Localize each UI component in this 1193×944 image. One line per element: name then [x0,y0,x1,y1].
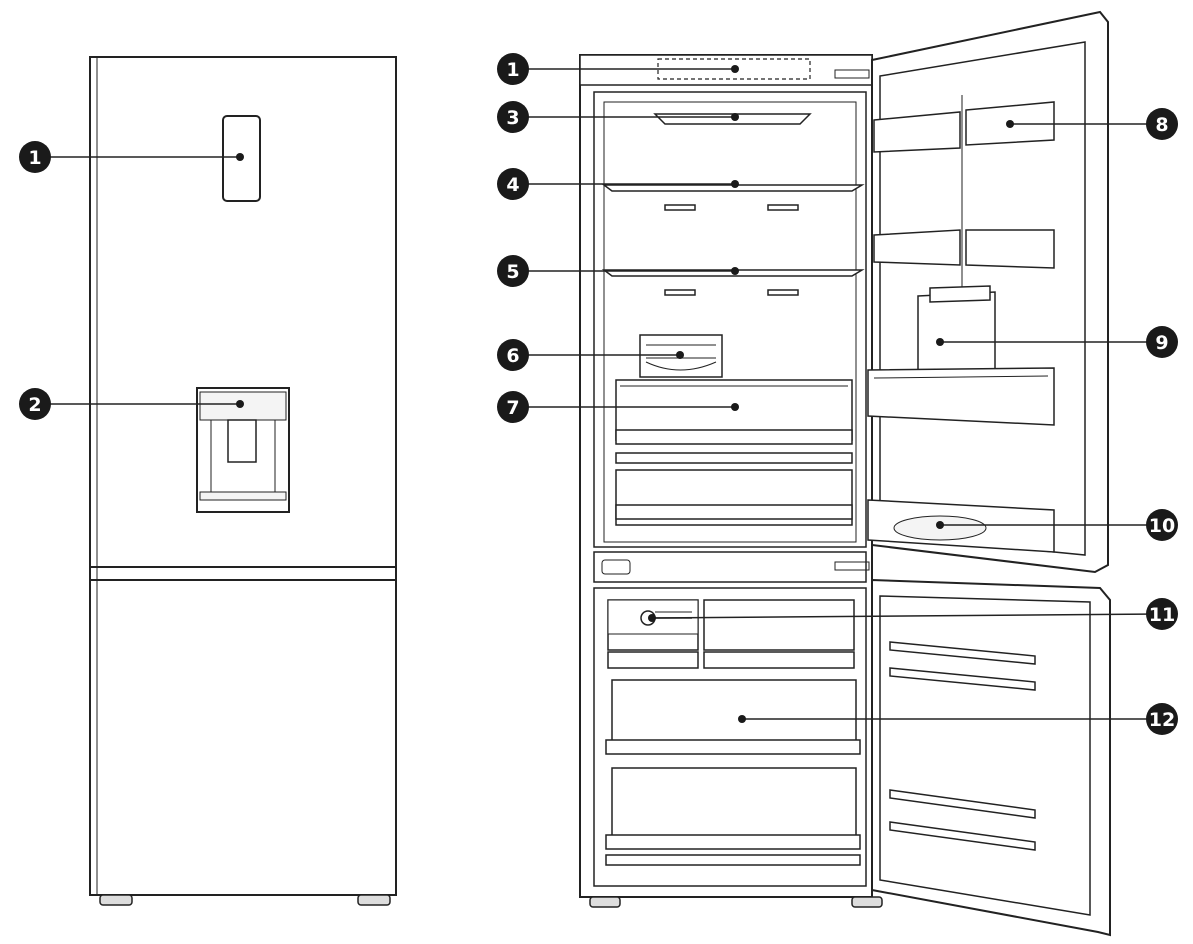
callout-number: 11 [1149,604,1175,626]
callout-target-dot [731,113,739,121]
open-view [579,10,1111,937]
callout-number: 7 [506,397,519,419]
fridge-compartment [593,91,867,548]
middle-divider [593,551,867,583]
callout-badge [1146,108,1178,140]
callout-open-8: 8 [1006,108,1178,140]
callout-badge [19,388,51,420]
callout-target-dot [936,521,944,529]
callout-target-dot [738,715,746,723]
callout-badge [1146,703,1178,735]
callout-target-dot [1006,120,1014,128]
callout-target-dot [936,338,944,346]
callout-target-dot [648,614,656,622]
callout-number: 1 [506,59,519,81]
callout-badge [497,391,529,423]
callout-number: 5 [506,261,519,283]
callout-badge [19,141,51,173]
callout-number: 12 [1149,709,1175,731]
callout-badge [497,168,529,200]
callout-target-dot [731,403,739,411]
callout-open-3: 3 [497,101,739,133]
callout-target-dot [236,400,244,408]
top-sensor-box [657,58,811,80]
callout-open-10: 10 [936,509,1178,541]
callout-badge [1146,326,1178,358]
top-panel [579,54,873,86]
fridge-inner [603,101,857,543]
callout-open-11: 11 [648,598,1178,630]
callout-number: 3 [506,107,519,129]
light-cover [653,113,812,125]
callout-open-7: 7 [497,391,739,423]
freezer-compartment [593,587,867,887]
callout-target-dot [676,351,684,359]
callout-open-9: 9 [936,326,1178,358]
lower-door [871,578,1111,937]
callout-open-1: 1 [497,53,739,85]
callout-open-5: 5 [497,255,739,287]
callout-number: 6 [506,345,519,367]
front-view [89,56,397,906]
callout-target-dot [731,267,739,275]
callout-front-1: 1 [19,141,244,173]
front-dispenser [196,387,290,513]
callout-number: 9 [1155,332,1168,354]
crisper-drawer [615,379,853,526]
callout-number: 4 [506,174,519,196]
callout-open-6: 6 [497,339,684,371]
callout-number: 8 [1155,114,1168,136]
callout-target-dot [731,180,739,188]
callout-front-2: 2 [19,388,244,420]
freezer-drawers [605,599,861,866]
callout-leader-line [651,613,1163,619]
callout-number: 1 [28,147,41,169]
open-feet [589,896,883,908]
callout-open-12: 12 [738,703,1178,735]
callout-badge [1146,509,1178,541]
callout-target-dot [731,65,739,73]
callout-badge [497,101,529,133]
callout-open-4: 4 [497,168,739,200]
callout-badge [497,53,529,85]
callout-number: 10 [1149,515,1175,537]
callout-target-dot [236,153,244,161]
hinge-top [834,69,870,79]
callout-badge [1146,598,1178,630]
divider-button [601,559,631,575]
callout-badge [497,255,529,287]
hinge-middle [834,561,870,571]
lower-door-rails [889,641,1036,851]
lower-door-inner [879,595,1091,916]
callout-number: 2 [28,394,41,416]
front-feet [99,894,391,906]
callout-badge [497,339,529,371]
